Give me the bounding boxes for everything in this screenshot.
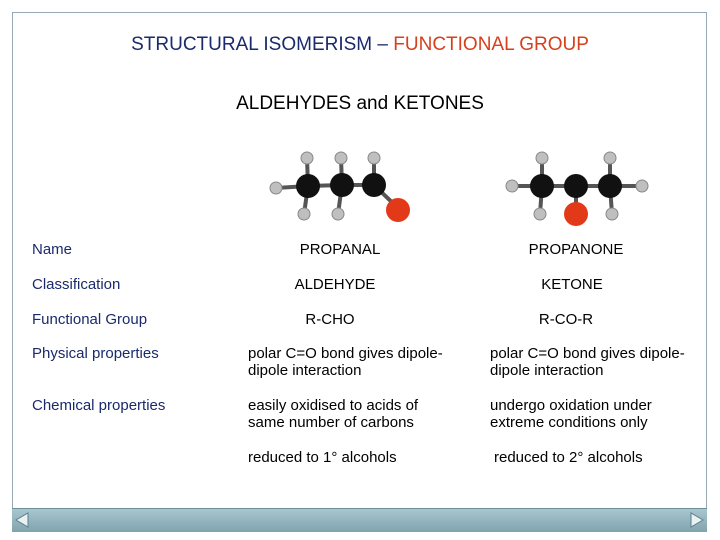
title-accent: FUNCTIONAL GROUP — [393, 34, 589, 55]
row-label-chemical-properties: Chemical properties — [32, 397, 166, 414]
previous-arrow-icon[interactable] — [12, 510, 32, 530]
propanone-model-icon — [505, 151, 649, 226]
aldehyde-name: PROPANAL — [299, 241, 381, 258]
ketone-name: PROPANONE — [528, 241, 624, 258]
row-label-physical-properties: Physical properties — [32, 345, 159, 362]
row-label-functional-group: Functional Group — [32, 311, 148, 328]
slide-title: STRUCTURAL ISOMERISM – FUNCTIONAL GROUP — [131, 34, 589, 55]
aldehyde-chemical-properties: easily oxidised to acids of same number … — [248, 397, 419, 431]
next-arrow-icon[interactable] — [687, 510, 707, 530]
ketone-reduction: reduced to 2° alcohols — [494, 449, 643, 466]
aldehyde-physical-properties: polar C=O bond gives dipole-dipole inter… — [248, 345, 443, 379]
aldehyde-functional-group: R-CHO — [305, 311, 355, 328]
row-label-classification: Classification — [32, 276, 121, 293]
ketone-classification: KETONE — [541, 276, 603, 293]
aldehyde-reduction: reduced to 1° alcohols — [248, 449, 397, 466]
ketone-chemical-properties: undergo oxidation under extreme conditio… — [490, 397, 652, 431]
ketone-physical-properties: polar C=O bond gives dipole-dipole inter… — [490, 345, 685, 379]
ketone-functional-group: R-CO-R — [538, 311, 594, 328]
propanal-model-icon — [269, 151, 410, 222]
aldehyde-classification: ALDEHYDE — [294, 276, 376, 293]
slide-subtitle: ALDEHYDES and KETONES — [236, 93, 484, 114]
bottom-nav-bar — [12, 508, 707, 532]
row-label-name: Name — [32, 241, 73, 258]
